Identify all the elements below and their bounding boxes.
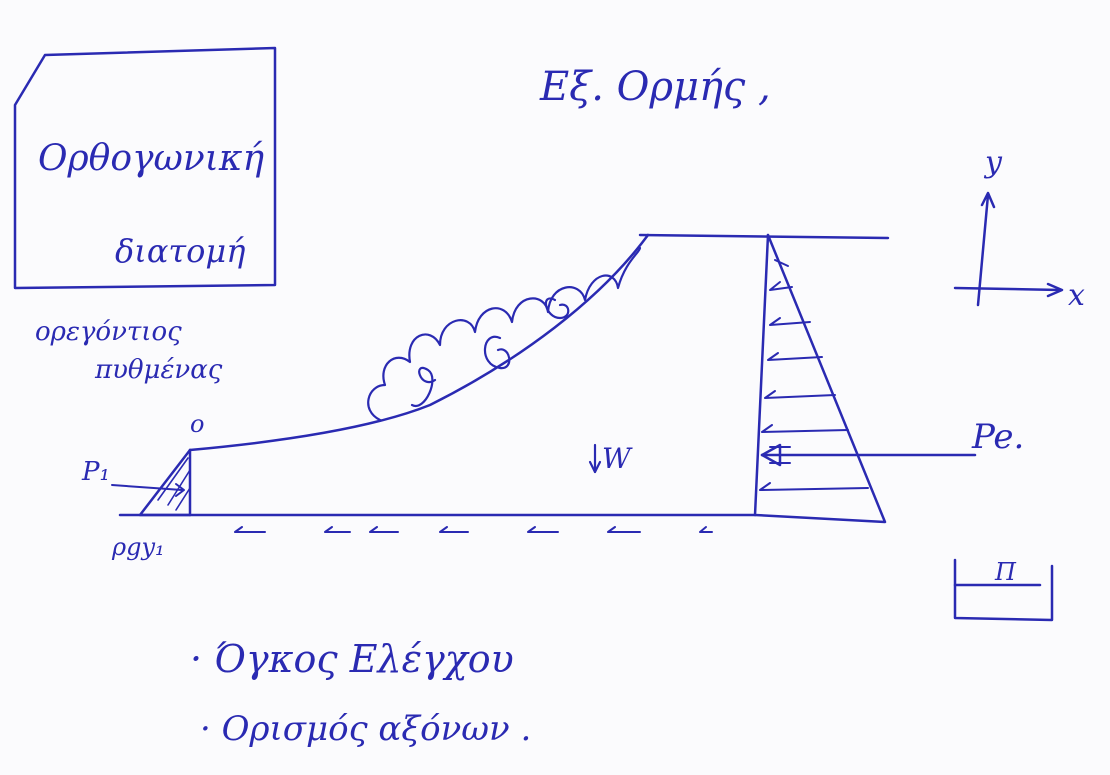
- box-label-line2: διατομή: [115, 232, 245, 270]
- axis-x-label: x: [1068, 278, 1085, 313]
- water-surface-line: [638, 233, 890, 240]
- bullet-1: · Όγκος Ελέγχου: [190, 637, 514, 681]
- tank-symbol: [953, 558, 1054, 622]
- side-note-line2: πυθμένας: [94, 355, 223, 385]
- title-text: Εξ. Ορμής ,: [539, 64, 771, 110]
- rho-g-y-label: ρgy₁: [111, 533, 165, 561]
- weight-arrow: [588, 443, 602, 474]
- pi-label: Π: [994, 558, 1017, 586]
- bullet-2: · Ορισμός αξόνων .: [200, 709, 531, 749]
- jump-profile-curve: [188, 233, 650, 452]
- upstream-pressure-triangle: [111, 448, 192, 517]
- label-box: [13, 46, 277, 290]
- bed-shear-arrows: [234, 526, 713, 533]
- side-note-line1: ορεγόντιος: [35, 317, 182, 347]
- pe-label: Pe.: [971, 417, 1024, 457]
- control-volume: [118, 233, 770, 517]
- w-label: W: [602, 442, 633, 475]
- axis-y-label: y: [983, 145, 1003, 180]
- p1-label: P₁: [81, 457, 110, 487]
- origin-label: o: [190, 410, 204, 438]
- downstream-pressure-triangle: [753, 233, 977, 524]
- box-label-line1: Ορθογωνική: [38, 138, 265, 179]
- axes: y x: [953, 145, 1085, 313]
- roller-turbulence: [367, 246, 642, 422]
